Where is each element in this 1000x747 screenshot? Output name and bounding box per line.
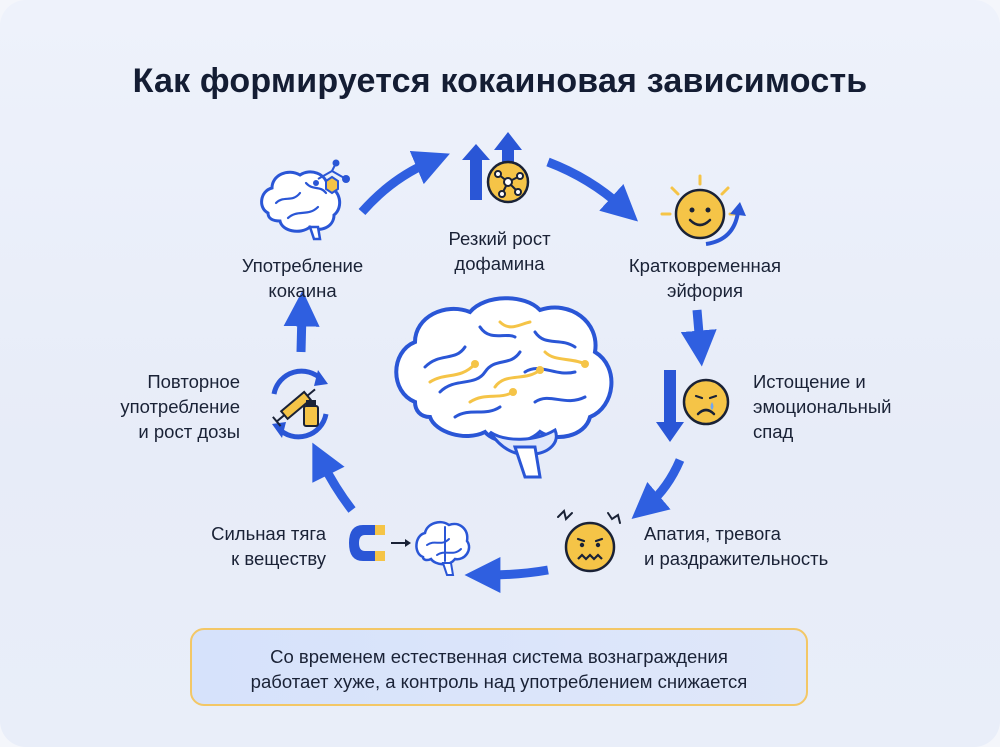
arrow-exhaustion-to-apathy: [631, 458, 685, 519]
dopamine-up-arrows-icon: [462, 132, 530, 204]
arrow-repeat-to-use: [283, 290, 320, 353]
sad-face-down-arrow-icon: [656, 370, 730, 442]
summary-note-line-1: Со временем естественная система вознагр…: [270, 646, 728, 667]
anxious-face-icon: [557, 509, 621, 573]
central-brain-icon: [394, 296, 614, 479]
syringe-cycle-icon: [271, 368, 329, 440]
brain-molecule-icon: [260, 159, 350, 241]
arrow-craving-to-repeat: [312, 442, 356, 513]
summary-note: Со временем естественная система вознагр…: [190, 628, 808, 706]
arrow-euphoria-to-exhaustion: [680, 309, 717, 367]
arrow-use-to-dopamine: [358, 151, 450, 215]
magnet-brain-icon: [349, 521, 471, 576]
summary-note-line-2: работает хуже, а контроль над употреблен…: [250, 671, 748, 692]
arrow-dopamine-to-euphoria: [546, 157, 639, 222]
arrow-apathy-to-craving: [464, 556, 549, 593]
sun-smile-icon: [660, 174, 746, 246]
page-title: Как формируется кокаиновая зависимость: [132, 62, 868, 100]
